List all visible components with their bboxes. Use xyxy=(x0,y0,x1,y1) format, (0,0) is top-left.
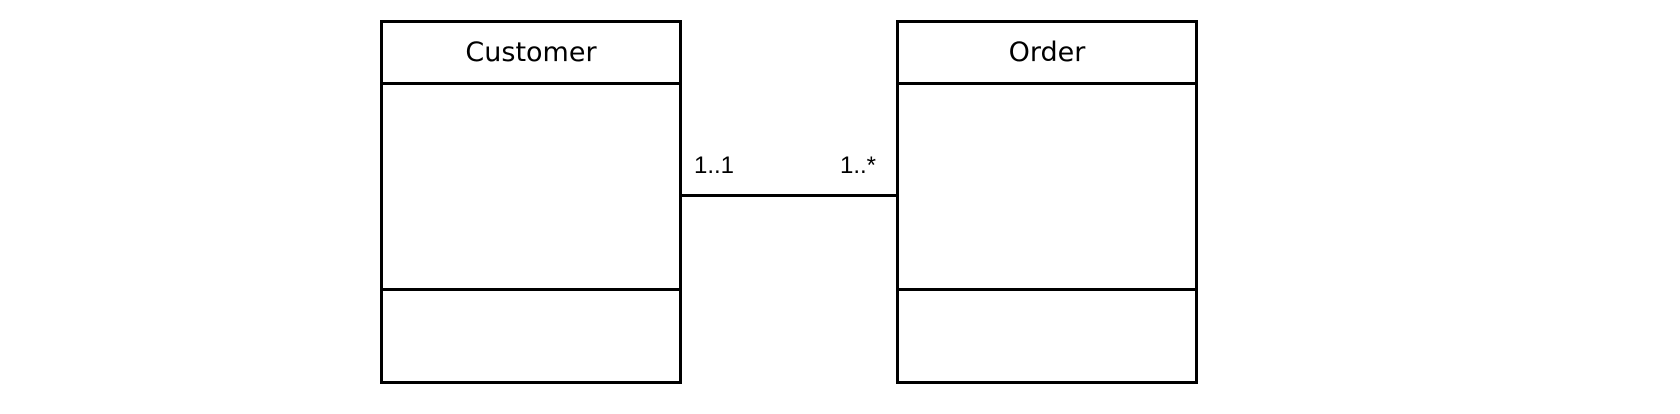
source-multiplicity-label: 1..1 xyxy=(694,152,735,179)
order-attributes-compartment xyxy=(899,85,1195,291)
association-line xyxy=(682,194,896,197)
customer-class-name: Customer xyxy=(383,23,679,85)
order-class-name: Order xyxy=(899,23,1195,85)
target-multiplicity-label: 1..* xyxy=(840,152,877,179)
order-operations-compartment xyxy=(899,291,1195,381)
customer-operations-compartment xyxy=(383,291,679,381)
customer-class-box: Customer xyxy=(380,20,682,384)
customer-attributes-compartment xyxy=(383,85,679,291)
order-class-box: Order xyxy=(896,20,1198,384)
